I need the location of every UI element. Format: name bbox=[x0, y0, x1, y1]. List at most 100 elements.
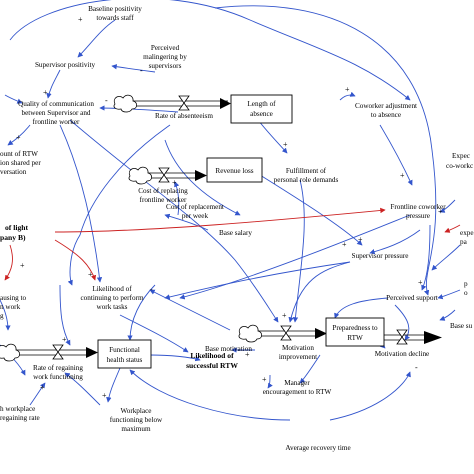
link bbox=[439, 309, 456, 321]
link bbox=[421, 224, 431, 291]
valve-icon bbox=[280, 325, 292, 341]
polarity-sign: + bbox=[20, 261, 25, 270]
link bbox=[59, 124, 103, 283]
link bbox=[54, 239, 97, 281]
link bbox=[67, 124, 171, 286]
link bbox=[164, 213, 209, 231]
polarity-sign: + bbox=[358, 235, 363, 244]
var-base-salary[interactable]: Base salary bbox=[219, 229, 252, 237]
polarity-sign: + bbox=[262, 375, 267, 384]
link bbox=[369, 229, 421, 255]
polarity-sign: + bbox=[40, 383, 45, 392]
var-base-motivation[interactable]: Base motivation bbox=[205, 345, 252, 353]
link bbox=[106, 367, 121, 403]
var-supervisor-positivity[interactable]: Supervisor positivity bbox=[35, 61, 96, 69]
link bbox=[7, 124, 31, 146]
link bbox=[288, 261, 351, 323]
link bbox=[431, 244, 461, 271]
link bbox=[46, 69, 61, 99]
stock-revenue-loss[interactable]: Revenue loss bbox=[206, 157, 263, 183]
link bbox=[267, 374, 273, 389]
link bbox=[69, 119, 279, 323]
causal-links bbox=[0, 0, 461, 421]
link bbox=[257, 119, 288, 154]
var-base-support[interactable]: Base su bbox=[450, 322, 473, 330]
flow-arrow bbox=[86, 347, 98, 358]
polarity-sign: + bbox=[283, 140, 288, 149]
link bbox=[339, 91, 356, 101]
polarity-sign: + bbox=[102, 391, 107, 400]
cloud-icon bbox=[128, 166, 153, 185]
var-supervisor-pressure[interactable]: Supervisor pressure bbox=[352, 252, 409, 260]
link bbox=[54, 207, 386, 233]
valve-icon bbox=[396, 329, 408, 345]
flow-arrow bbox=[424, 331, 442, 344]
flow-pipes bbox=[12, 98, 442, 358]
link bbox=[29, 382, 46, 406]
var-average-recovery-time[interactable]: Average recovery time bbox=[285, 444, 350, 452]
cloud-icon bbox=[238, 324, 263, 343]
link bbox=[111, 64, 156, 73]
link bbox=[9, 0, 411, 101]
link bbox=[4, 94, 23, 104]
link bbox=[0, 299, 11, 331]
link bbox=[64, 372, 101, 406]
polarity-sign: + bbox=[62, 335, 67, 344]
link bbox=[164, 139, 241, 216]
var-motivation-decline[interactable]: Motivation decline bbox=[375, 350, 430, 358]
link bbox=[444, 224, 461, 233]
link bbox=[174, 181, 180, 216]
link bbox=[129, 369, 291, 421]
polarity-sign: + bbox=[438, 207, 443, 216]
link bbox=[379, 124, 413, 186]
link bbox=[329, 371, 411, 421]
link bbox=[149, 354, 201, 362]
valve-icon bbox=[158, 167, 170, 183]
polarity-sign: - bbox=[140, 66, 143, 75]
polarity-sign: + bbox=[245, 350, 250, 359]
link bbox=[149, 289, 231, 331]
polarity-sign: + bbox=[418, 278, 423, 287]
link bbox=[99, 105, 179, 113]
link bbox=[179, 214, 411, 300]
cloud-icon bbox=[0, 343, 21, 362]
link bbox=[259, 174, 363, 246]
var-rate-of-absenteeism[interactable]: Rate of absenteeism bbox=[155, 112, 213, 120]
link bbox=[437, 289, 461, 300]
cloud-icon bbox=[113, 94, 138, 113]
valves bbox=[52, 95, 408, 360]
var-perceived-support[interactable]: Perceived support bbox=[386, 294, 438, 302]
polarity-sign: + bbox=[43, 88, 48, 97]
polarity-signs: + - + - + + + + + + + + + - + + + + + + … bbox=[16, 15, 443, 400]
flow-arrow bbox=[195, 170, 207, 181]
link bbox=[299, 354, 321, 384]
polarity-sign: + bbox=[282, 311, 287, 320]
